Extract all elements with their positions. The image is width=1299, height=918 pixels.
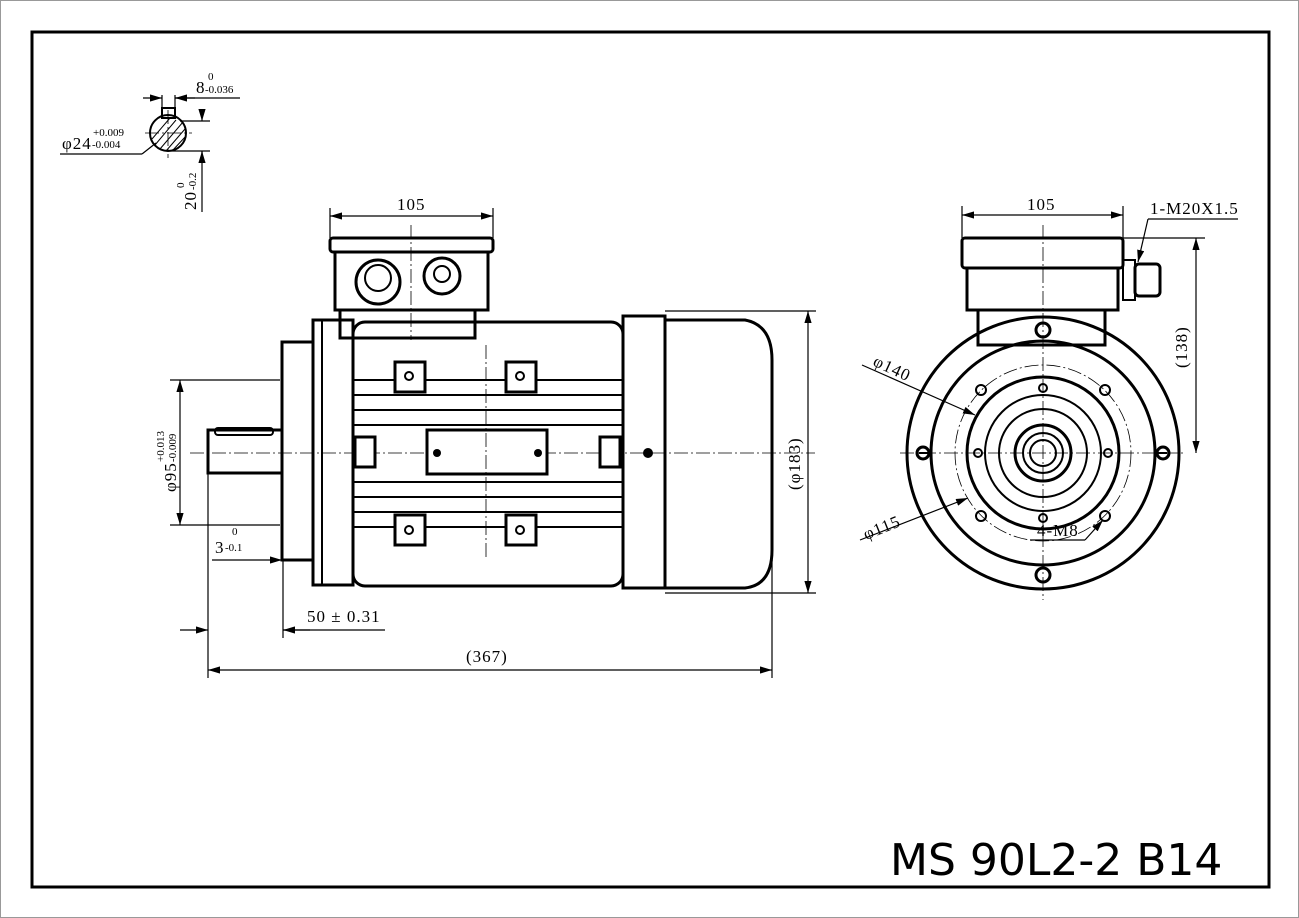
cable-gland-label: 1-M20X1.5 — [1150, 199, 1239, 218]
side-terminal-box-width: 105 — [397, 195, 426, 214]
shaft-diameter-label: φ24 — [62, 134, 92, 153]
key-width-upper-tol: 0 — [208, 71, 214, 83]
key-width-label: 8 — [196, 78, 206, 97]
threaded-holes-label: 4-M8 — [1037, 521, 1079, 540]
spigot-lower-tol: -0.1 — [225, 542, 242, 554]
box-height-label: (138) — [1172, 326, 1191, 368]
spigot-upper-tol: 0 — [232, 526, 238, 538]
shaft-length-label: 50 ± 0.31 — [307, 607, 381, 626]
front-view: 105 1-M20X1.5 (138) φ140 φ115 4-M8 — [859, 195, 1239, 600]
flange-diameter-label: φ95 — [161, 462, 180, 492]
spigot-label: 3 — [215, 538, 225, 557]
overall-height-label: (φ183) — [785, 437, 804, 490]
key-height-lower-tol: -0.2 — [187, 173, 199, 190]
front-terminal-box-width: 105 — [1027, 195, 1056, 214]
drawing-frame — [30, 30, 1271, 889]
overall-length-label: (367) — [466, 647, 508, 666]
key-height-upper-tol: 0 — [175, 182, 187, 188]
side-view: 105 (φ183) φ95 +0.013 -0.009 3 0 -0.1 50… — [155, 195, 816, 678]
shaft-dia-lower-tol: -0.004 — [92, 139, 121, 151]
model-title: MS 90L2-2 B14 — [890, 835, 1222, 886]
flange-dia-lower-tol: -0.009 — [167, 433, 179, 462]
key-height-label: 20 — [181, 191, 200, 210]
shaft-key-detail: 8 0 -0.036 φ24 +0.009 -0.004 20 0 -0.2 — [60, 71, 240, 212]
shaft-dia-upper-tol: +0.009 — [93, 127, 124, 139]
pitch-circle-outer-label: φ140 — [870, 351, 914, 385]
key-width-lower-tol: -0.036 — [205, 84, 234, 96]
flange-dia-upper-tol: +0.013 — [155, 431, 167, 462]
pitch-circle-inner-label: φ115 — [860, 512, 903, 544]
